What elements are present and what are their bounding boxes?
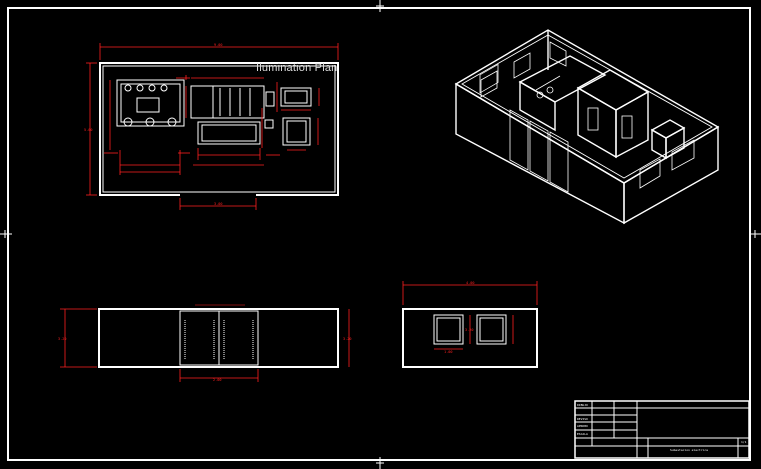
title-block-sheet: 1/1 (741, 440, 747, 444)
dim-front-door: 2.00 (213, 378, 221, 382)
title-block-row2: REVISO (577, 417, 588, 421)
title-block-drawing-title: Subestacion electrica (670, 448, 708, 452)
front-elevation: 3.20 2.00 3.20 (58, 304, 351, 382)
title-block (574, 400, 750, 459)
dim-front-overall: 3.20 (58, 337, 66, 341)
dim-left-overall: 5.00 (84, 128, 92, 132)
sheet-border (7, 7, 751, 461)
title-block-row1: DIBUJO (577, 403, 588, 407)
plan-dimensions (86, 43, 339, 210)
side-elevation: 4.00 1.00 3.20 (402, 281, 538, 368)
watermark-text: Ilumination Plan (256, 62, 338, 74)
dim-top-overall: 9.00 (214, 43, 222, 47)
plan-view: 9.00 5.00 3.00 (84, 43, 339, 210)
title-block-row4: ESCALA (577, 432, 588, 436)
isometric-view (454, 29, 720, 225)
dim-front-right: 3.20 (343, 337, 351, 341)
dim-side-window: 1.00 (444, 350, 452, 354)
dim-bottom-center: 3.00 (214, 202, 222, 206)
dim-side-height: 3.20 (465, 328, 473, 332)
dim-side-overall: 4.00 (466, 281, 474, 285)
title-block-row3: APROBO (577, 424, 588, 428)
